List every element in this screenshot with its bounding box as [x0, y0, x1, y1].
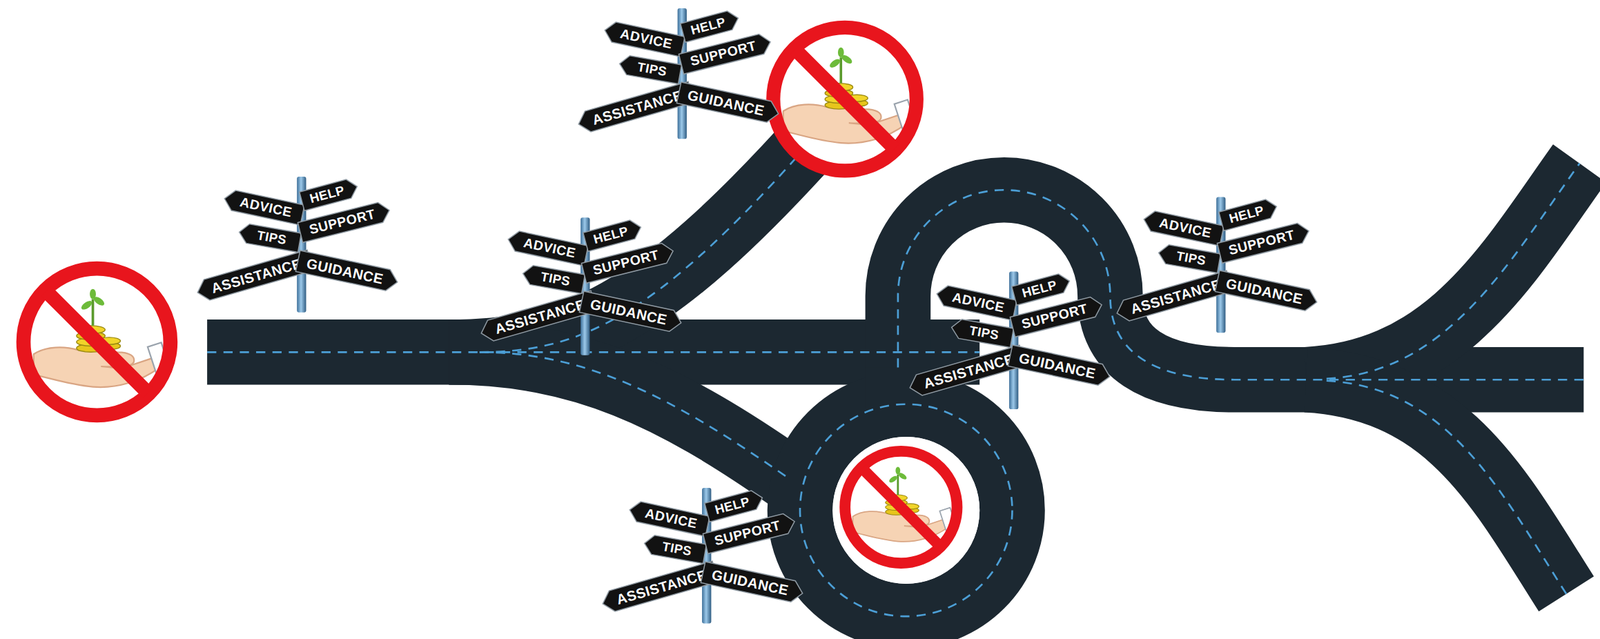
sign-board-outline — [521, 263, 585, 294]
sign-board-outline — [618, 54, 682, 85]
sign-board-outline — [222, 189, 305, 226]
sign-board-outline — [1156, 242, 1221, 273]
lane-line — [479, 352, 788, 478]
sign-board-outline — [949, 317, 1014, 348]
sign-board: ASSISTANCE — [599, 561, 719, 615]
sign-board-outline — [1008, 345, 1113, 388]
lower-branch-road — [448, 352, 788, 478]
sign-board: HELP — [704, 488, 765, 522]
sign-board-outline — [602, 20, 685, 58]
sign-board-outline — [1218, 197, 1280, 232]
sign-board-outline — [702, 511, 797, 554]
sign-board: GUIDANCE — [701, 561, 806, 604]
sign-board-outline — [1217, 220, 1312, 263]
sign-board-outline — [906, 345, 1026, 399]
sign-board: HELP — [1011, 271, 1072, 306]
sign-board: ASSISTANCE — [194, 249, 314, 304]
sign-board-outline — [642, 534, 707, 564]
sign-board: ADVICE — [1141, 209, 1224, 246]
sign-board: TIPS — [521, 263, 585, 294]
sign-board-outline — [1009, 295, 1104, 338]
sign-text: SUPPORT — [307, 206, 377, 239]
sign-board: GUIDANCE — [296, 250, 401, 293]
sign-board: TIPS — [1156, 242, 1221, 273]
sign-board-outline — [575, 81, 695, 135]
sign-board: HELP — [679, 8, 740, 43]
right-lower-fork — [1305, 379, 1567, 594]
sign-board-outline — [1215, 270, 1320, 313]
sign-board: ADVICE — [222, 189, 305, 226]
sign-board: GUIDANCE — [579, 291, 685, 334]
sign-board-outline — [676, 82, 781, 125]
lane-line — [800, 404, 1012, 617]
no-money-sign — [844, 451, 958, 564]
roundabout-island — [832, 436, 980, 584]
no-money-sign — [23, 268, 171, 416]
sign-board: ADVICE — [505, 229, 589, 267]
sign-text: SUPPORT — [688, 37, 758, 70]
sign-board-outline — [581, 240, 676, 284]
lane-line — [1326, 163, 1580, 379]
sign-board-outline — [296, 250, 401, 293]
roads — [207, 134, 1584, 617]
lane-line — [479, 134, 817, 353]
lane-line — [1326, 381, 1567, 595]
sign-board: GUIDANCE — [1008, 345, 1113, 388]
roundabout-road — [800, 404, 1012, 617]
sign-board-outline — [1114, 270, 1233, 324]
sign-board-outline — [1141, 209, 1224, 246]
sign-board-outline — [579, 291, 685, 334]
sign-board-outline — [505, 229, 589, 267]
sign-board: TIPS — [618, 54, 682, 85]
right-upper-fork — [1305, 163, 1580, 380]
lane-markings — [207, 134, 1584, 617]
sign-board-outline — [298, 200, 393, 243]
sign-board-outline — [701, 561, 806, 604]
sign-board-outline — [704, 488, 765, 522]
signpost-poles — [296, 8, 1226, 624]
sign-board: HELP — [583, 218, 644, 252]
sign-board-outline — [299, 177, 360, 212]
no-money-sign — [773, 27, 917, 172]
sign-board: ADVICE — [934, 283, 1017, 321]
sign-board-outline — [237, 222, 301, 253]
sign-board-outline — [478, 290, 598, 344]
sign-board-outline — [627, 500, 710, 538]
sign-board: ASSISTANCE — [1114, 270, 1233, 324]
sign-board: TIPS — [949, 317, 1014, 348]
sign-board: ADVICE — [602, 20, 685, 58]
upper-branch-road — [448, 134, 816, 353]
sign-board: HELP — [299, 177, 360, 212]
sign-board-outline — [1011, 271, 1072, 306]
sign-board-outline — [934, 283, 1017, 321]
sign-board-outline — [599, 561, 719, 615]
sign-board: GUIDANCE — [1215, 270, 1320, 313]
sign-board: ASSISTANCE — [575, 81, 695, 135]
lane-line — [207, 351, 980, 354]
sign-board: GUIDANCE — [676, 82, 781, 125]
sign-board: TIPS — [237, 222, 301, 253]
sign-board: ASSISTANCE — [906, 345, 1026, 399]
sign-board: HELP — [1218, 197, 1280, 232]
sign-board: ASSISTANCE — [478, 290, 598, 344]
sign-board: ADVICE — [627, 500, 710, 538]
sign-board-outline — [678, 31, 773, 74]
sign-board-outline — [194, 249, 314, 304]
sign-board-outline — [583, 218, 644, 252]
sign-board-outline — [679, 8, 740, 43]
sign-board: TIPS — [642, 534, 707, 564]
